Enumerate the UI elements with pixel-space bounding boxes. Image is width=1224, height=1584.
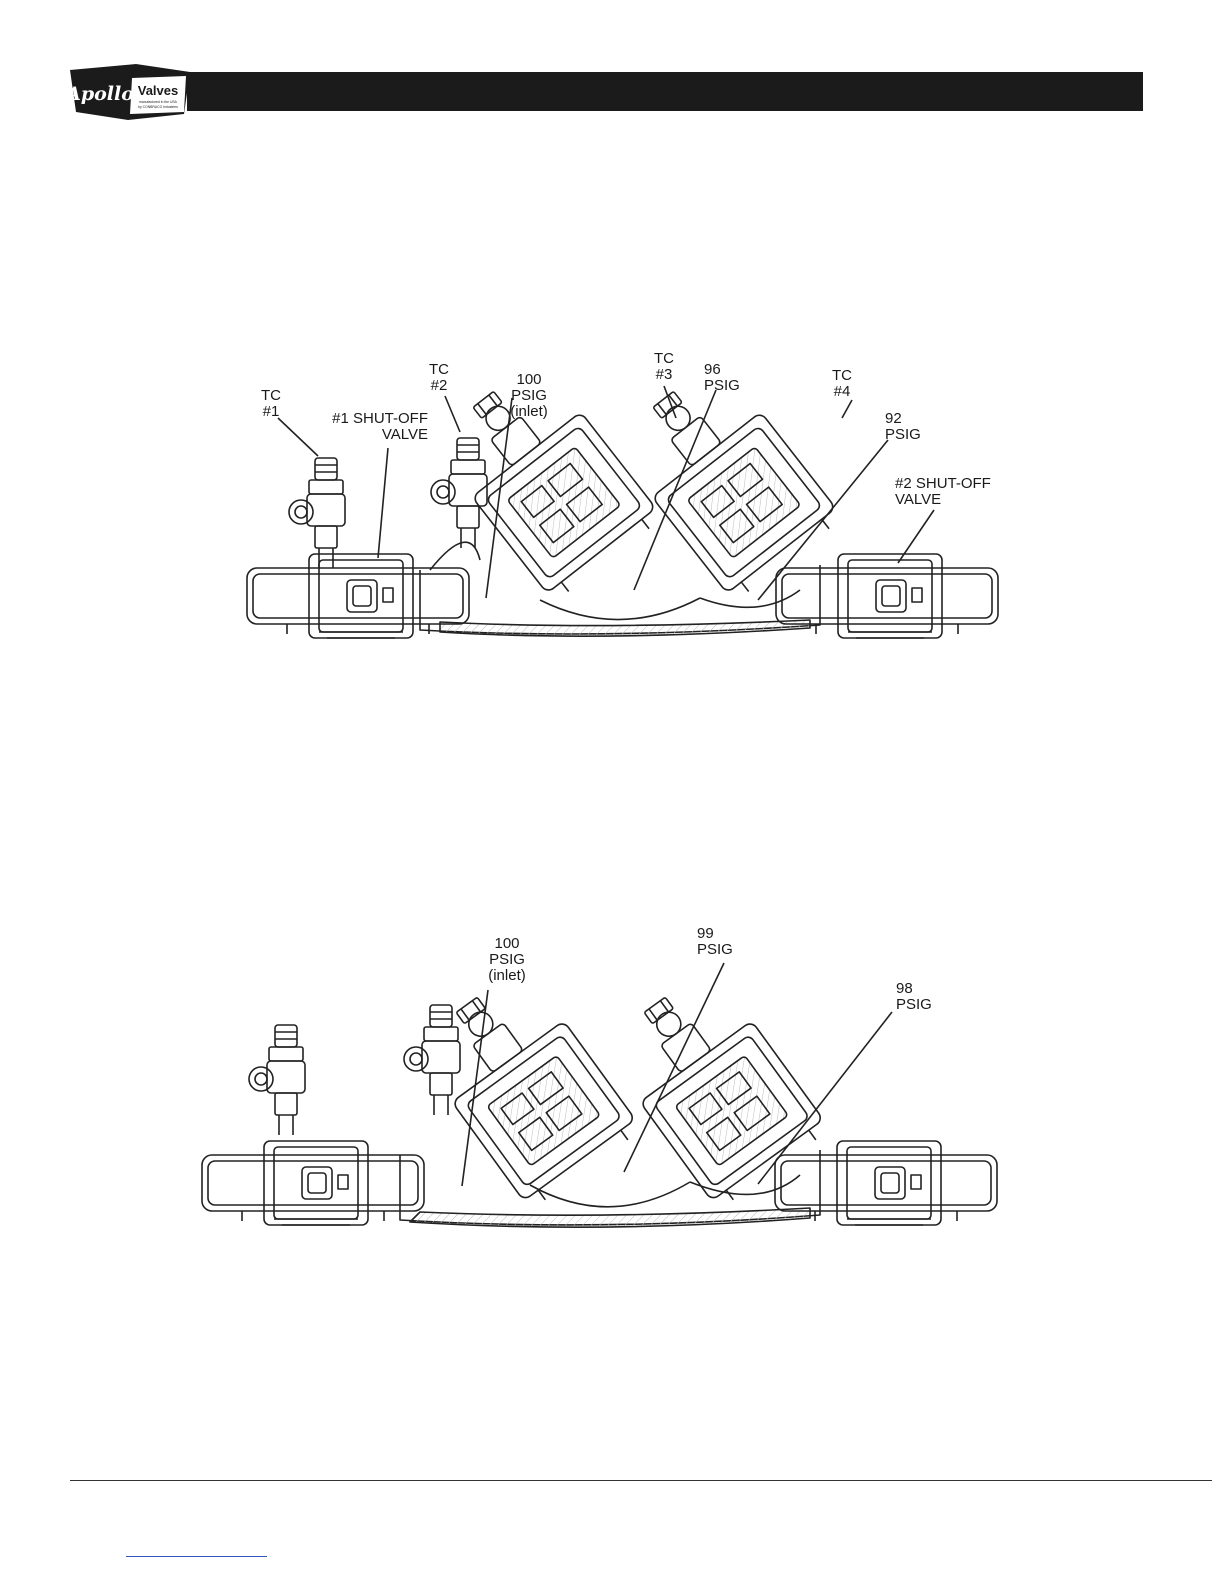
tc2-label: TC #2 [416, 362, 462, 394]
d2-out-pressure-label: 98 PSIG [896, 981, 946, 1013]
tc4-label: TC #4 [819, 368, 865, 400]
footer-rule [70, 1480, 1212, 1481]
valve1-label: #1 SHUT-OFF VALVE [318, 411, 428, 443]
d2-inlet-pressure-label: 100 PSIG (inlet) [476, 936, 538, 984]
tc1-label: TC #1 [248, 388, 294, 420]
d1-inlet-pressure-label: 100 PSIG (inlet) [498, 372, 560, 420]
diagram2-artwork [202, 963, 997, 1227]
diagram1-artwork [247, 357, 998, 638]
tc3-label: TC #3 [641, 351, 687, 383]
valve2-label: #2 SHUT-OFF VALVE [895, 476, 1005, 508]
footer-link-underline [126, 1556, 267, 1557]
d1-out-pressure-label: 92 PSIG [885, 411, 935, 443]
d1-mid-pressure-label: 96 PSIG [704, 362, 754, 394]
d2-mid-pressure-label: 99 PSIG [697, 926, 747, 958]
